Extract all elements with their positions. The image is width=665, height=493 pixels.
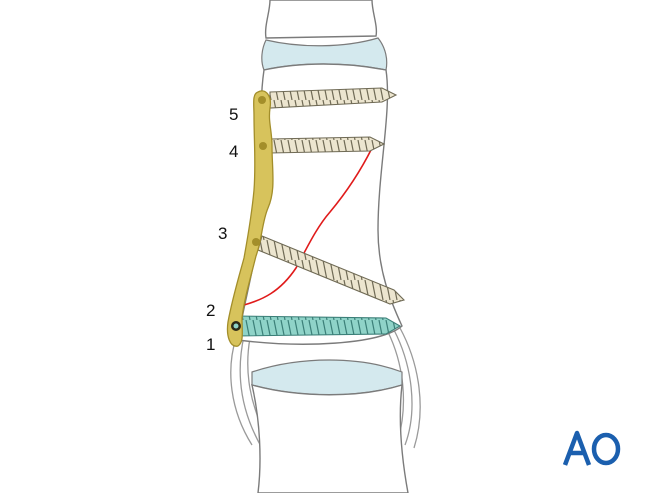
ao-logo-text: AO xyxy=(563,429,564,430)
fracture-line xyxy=(243,147,373,306)
screw-label-1: 1 xyxy=(206,335,216,354)
ao-logo: AO xyxy=(562,429,621,467)
screw-4 xyxy=(269,136,386,154)
screw-label-2: 2 xyxy=(206,301,216,320)
fixation-plate xyxy=(226,90,274,347)
screw-label-5: 5 xyxy=(229,105,239,124)
lag-screw xyxy=(235,315,402,337)
screw-label-4: 4 xyxy=(229,142,239,161)
screw-label-3: 3 xyxy=(218,224,228,243)
distal-phalanx-head xyxy=(261,0,388,71)
middle-phalanx-base xyxy=(251,359,409,493)
